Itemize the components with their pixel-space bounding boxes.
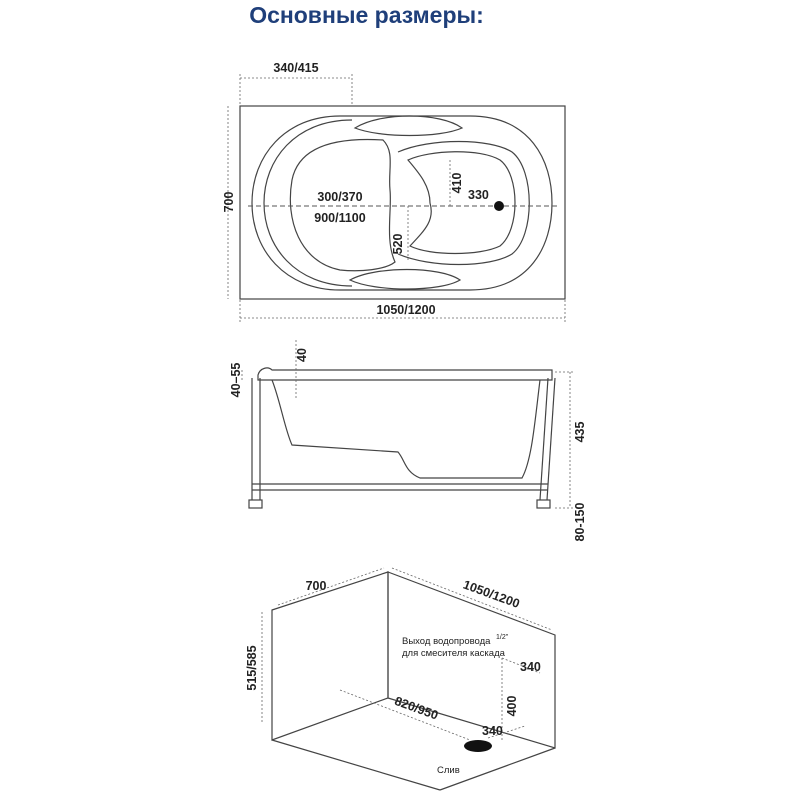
- label-drain: Слив: [437, 765, 460, 776]
- iso-floor-front: [271, 739, 441, 791]
- note-line2: для смесителя каскада: [402, 648, 506, 659]
- label-iso-1050: 1050/1200: [461, 578, 521, 611]
- side-view: 40–55 40 435 80-150: [229, 340, 587, 541]
- side-tub-body: [271, 379, 541, 479]
- frame-leg-right-a: [539, 377, 549, 501]
- label-iso-700: 700: [306, 579, 327, 593]
- label-435: 435: [573, 422, 587, 443]
- drain-dot: [494, 201, 504, 211]
- label-410: 410: [450, 173, 464, 194]
- iso-view: 700 1050/1200 515/585 820/950 340 400 34…: [245, 567, 556, 791]
- label-40: 40: [295, 348, 309, 362]
- label-520: 520: [391, 234, 405, 255]
- label-330: 330: [468, 188, 489, 202]
- label-iso-400: 400: [505, 696, 519, 717]
- top-view-outline: [239, 105, 566, 300]
- iso-left-wall: [271, 571, 389, 741]
- iso-drain: [464, 740, 492, 752]
- label-300: 300/370: [317, 190, 362, 204]
- top-view: 340/415 700 1050/1200 410 520 330 300/37…: [222, 61, 566, 322]
- page-title: Основные размеры:: [249, 2, 484, 28]
- label-900: 900/1100: [314, 211, 365, 225]
- foot-right: [536, 499, 551, 509]
- frame-leg-right-b: [546, 377, 556, 501]
- label-width-top: 340/415: [273, 61, 318, 75]
- label-iso-820: 820/950: [393, 694, 440, 723]
- label-length: 1050/1200: [376, 303, 435, 317]
- label-iso-340-top: 340: [520, 660, 541, 674]
- iso-floor-right: [439, 747, 556, 791]
- tub-inner-left: [263, 119, 353, 287]
- foot-left: [248, 499, 263, 509]
- seat-outline: [289, 138, 396, 272]
- label-iso-340-bottom: 340: [482, 724, 503, 738]
- label-height: 700: [222, 192, 236, 213]
- bath-inner: [407, 151, 516, 255]
- label-40-55: 40–55: [229, 363, 243, 398]
- headrest-bottom: [348, 268, 462, 290]
- note-fraction: 1/2": [496, 634, 509, 641]
- tub-rim: [251, 115, 553, 291]
- side-rim: [257, 367, 553, 381]
- bath-outer: [397, 140, 530, 266]
- label-iso-515: 515/585: [245, 645, 259, 690]
- label-80-150: 80-150: [573, 502, 587, 541]
- note-line1: Выход водопровода: [402, 636, 491, 647]
- headrest-top: [353, 115, 464, 137]
